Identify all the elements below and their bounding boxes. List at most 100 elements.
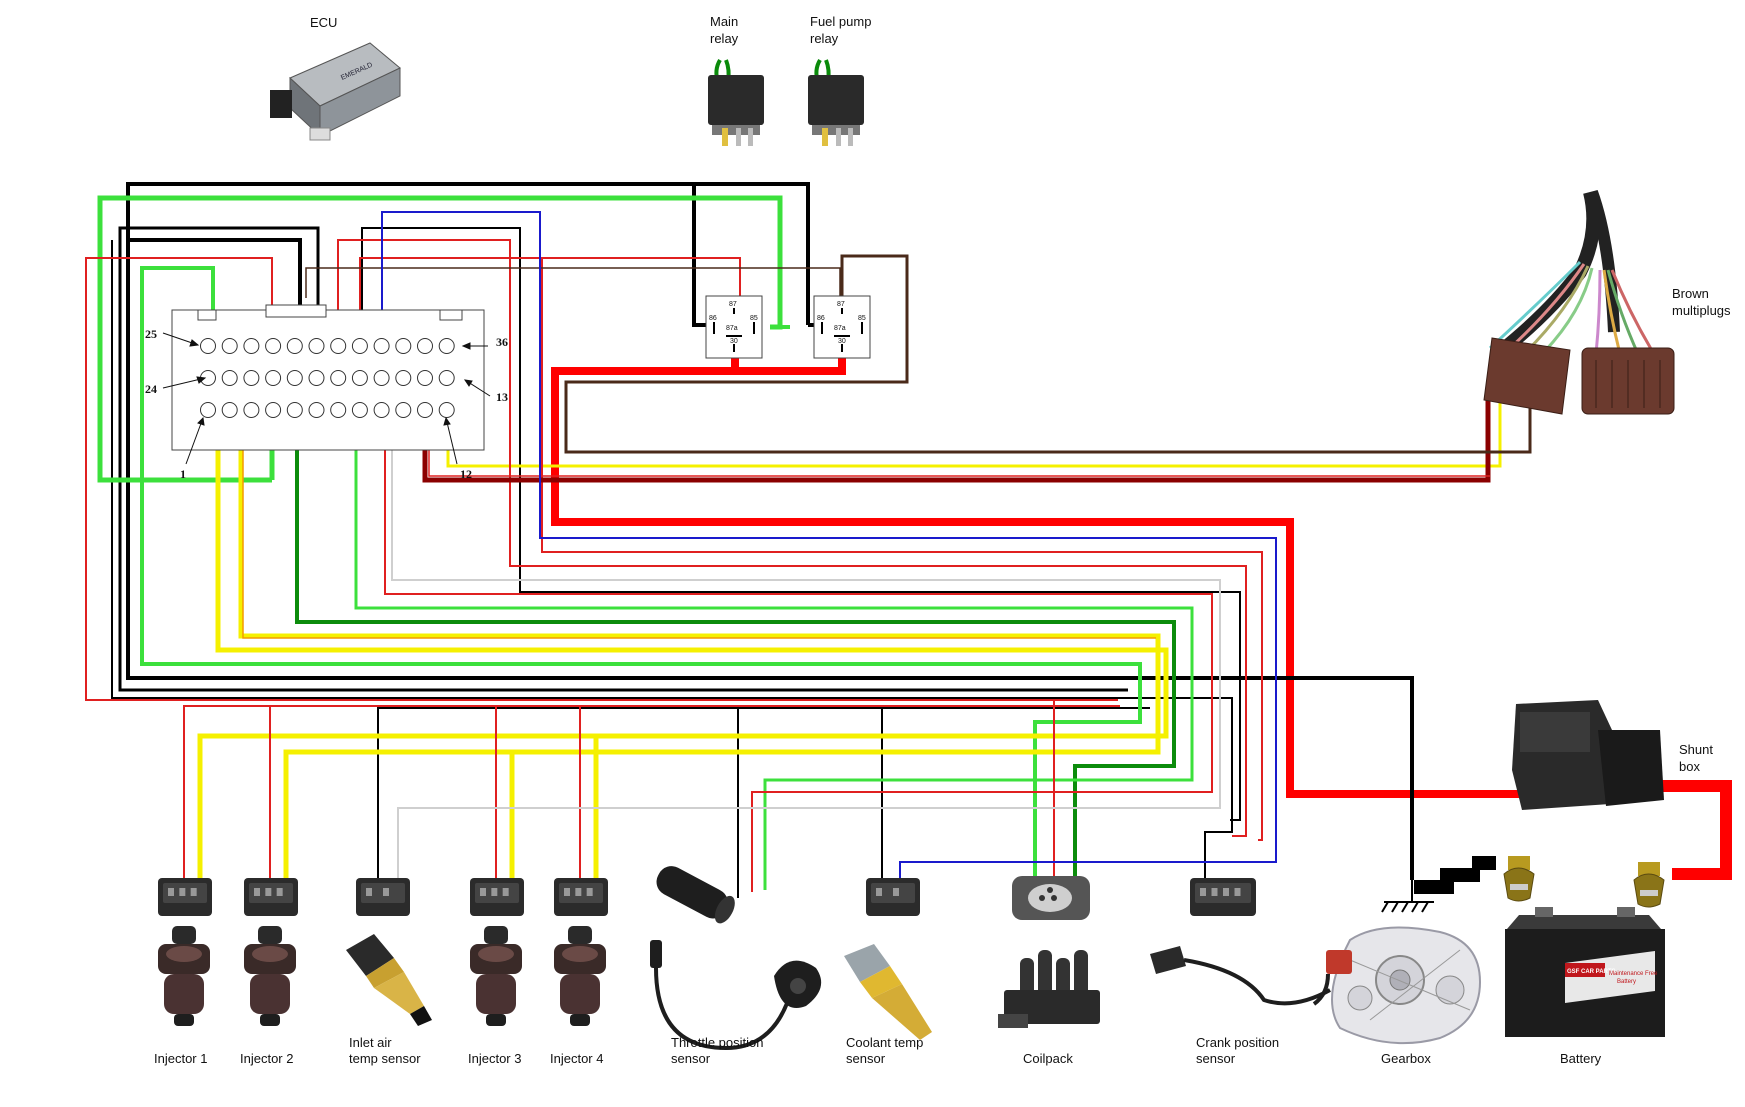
ecu-pin (438, 338, 455, 354)
battery-terminal-icon (1503, 856, 1535, 902)
gearbox-icon (1331, 926, 1482, 1045)
coilpack-icon (998, 950, 1100, 1028)
shunt-box-label-line1: Shunt (1679, 742, 1713, 757)
battery-brand-line3: Battery (1617, 979, 1636, 985)
crank-position-label-line1: Crank position (1196, 1035, 1279, 1050)
ecu-pin (373, 370, 390, 386)
ecu-pin (243, 402, 260, 418)
relay-terminal-87a: 87a (726, 325, 738, 332)
ecu-pin (265, 370, 282, 386)
throttle-sensor-icon (650, 940, 822, 1051)
injector-icon (244, 926, 296, 1026)
ground-strap (1414, 856, 1496, 894)
ecu-pin (417, 338, 433, 354)
ecu-pin (200, 402, 216, 418)
pin-number-24: 24 (145, 382, 157, 396)
ecu-pin (395, 402, 412, 418)
ecu-pin (438, 370, 455, 386)
gearbox-label: Gearbox (1381, 1051, 1431, 1066)
connector-plug-icon (1190, 878, 1256, 916)
connector-plug-icon (244, 878, 298, 916)
inlet-air-temp-label-line1: Inlet air (349, 1035, 392, 1050)
sensor-connector-plugs (158, 878, 1256, 916)
relay-terminal-85: 85 (858, 315, 866, 322)
temp-sensor-icon (346, 934, 432, 1026)
ecu-pin (200, 338, 216, 354)
injector-icon (158, 926, 210, 1026)
multiplug-icon (1483, 189, 1675, 415)
wire-green-coil-3 (354, 410, 1194, 890)
coolant-temp-label-line1: Coolant temp (846, 1035, 923, 1050)
battery-brand-line2: Maintenance Free (1609, 971, 1658, 977)
ecu-pin (221, 370, 238, 386)
ecu-pin (417, 402, 433, 418)
ecu-connector: 25 36 24 13 1 12 (145, 304, 508, 481)
wire-red-4 (541, 258, 1263, 841)
wire-power-red (551, 358, 1520, 798)
wire-green-coil-2 (295, 410, 1176, 878)
wire-green-coil (140, 266, 1142, 878)
crank-sensor-icon (1150, 946, 1352, 1006)
ecu-pin-grid (200, 338, 455, 418)
coilpack-label: Coilpack (1023, 1051, 1073, 1066)
injector-icon (470, 926, 522, 1026)
main-relay-label-line1: Main (710, 14, 738, 29)
ecu-pin (221, 402, 238, 418)
ecu-pin (330, 370, 347, 386)
inlet-air-temp-label-line2: temp sensor (349, 1051, 421, 1066)
connector-plug-icon (554, 878, 608, 916)
wire-black-ecu-3 (361, 227, 1241, 821)
relay-terminal-87a: 87a (834, 325, 846, 332)
relay-terminal-86: 86 (709, 315, 717, 322)
ecu-pin (286, 370, 303, 386)
pin-number-12: 12 (460, 467, 472, 481)
ecu-pin (351, 338, 368, 354)
battery-brand-line1: GSF CAR PARTS (1567, 969, 1616, 975)
ecu-pin (308, 338, 325, 354)
ecu-pin (351, 402, 368, 418)
relay-terminal-86: 86 (817, 315, 825, 322)
ecu-pin (395, 370, 412, 386)
wire-white (391, 410, 1221, 878)
ecu-pin (243, 370, 260, 386)
ecu-pin (221, 338, 238, 354)
pin-number-1: 1 (180, 467, 186, 481)
wire-yellow-multiplug (446, 400, 1502, 468)
crank-position-label-line2: sensor (1196, 1051, 1236, 1066)
wire-green-ecu-top (97, 195, 783, 483)
wire-red-2 (337, 239, 1247, 837)
wire-shunt-battery (1662, 780, 1732, 880)
pin-number-13: 13 (496, 390, 508, 404)
relay-icon (808, 58, 864, 146)
ecu-pin (395, 338, 412, 354)
pin-number-36: 36 (496, 335, 508, 349)
throttle-sensor-icon (656, 866, 735, 924)
wire-power-red-2 (735, 358, 846, 375)
wire-yellow-inj2 (238, 382, 1161, 878)
wire-black-sensors (111, 240, 1233, 878)
wire-red-1 (85, 257, 1118, 701)
main-relay-diagram: 87 87a 86 85 30 (705, 295, 763, 359)
ecu-pin (373, 338, 390, 354)
fuel-relay-label-line1: Fuel pump (810, 14, 871, 29)
ecu-label: ECU (310, 15, 337, 30)
injector-4-label: Injector 4 (550, 1051, 603, 1066)
relay-terminal-30: 30 (730, 338, 738, 345)
ecu-pin (265, 338, 282, 354)
wire-brown-1 (564, 254, 1532, 454)
connector-plug-icon (158, 878, 212, 916)
injector-2-label: Injector 2 (240, 1051, 293, 1066)
wire-blue (381, 211, 1277, 878)
connector-plug-icon (470, 878, 524, 916)
ecu-pin (373, 402, 390, 418)
wire-orange-inj (242, 382, 1156, 639)
coilpack-icon (1012, 876, 1090, 920)
ecu-pin (330, 338, 347, 354)
connector-plug-icon (866, 878, 920, 916)
pin-pointer-arrows (162, 332, 491, 465)
wire-harness (85, 182, 1732, 898)
ecu-box-icon: EMERALD (270, 42, 401, 141)
ecu-pin (286, 402, 303, 418)
ecu-pin (351, 370, 368, 386)
wire-black-ground-main (126, 433, 1414, 880)
